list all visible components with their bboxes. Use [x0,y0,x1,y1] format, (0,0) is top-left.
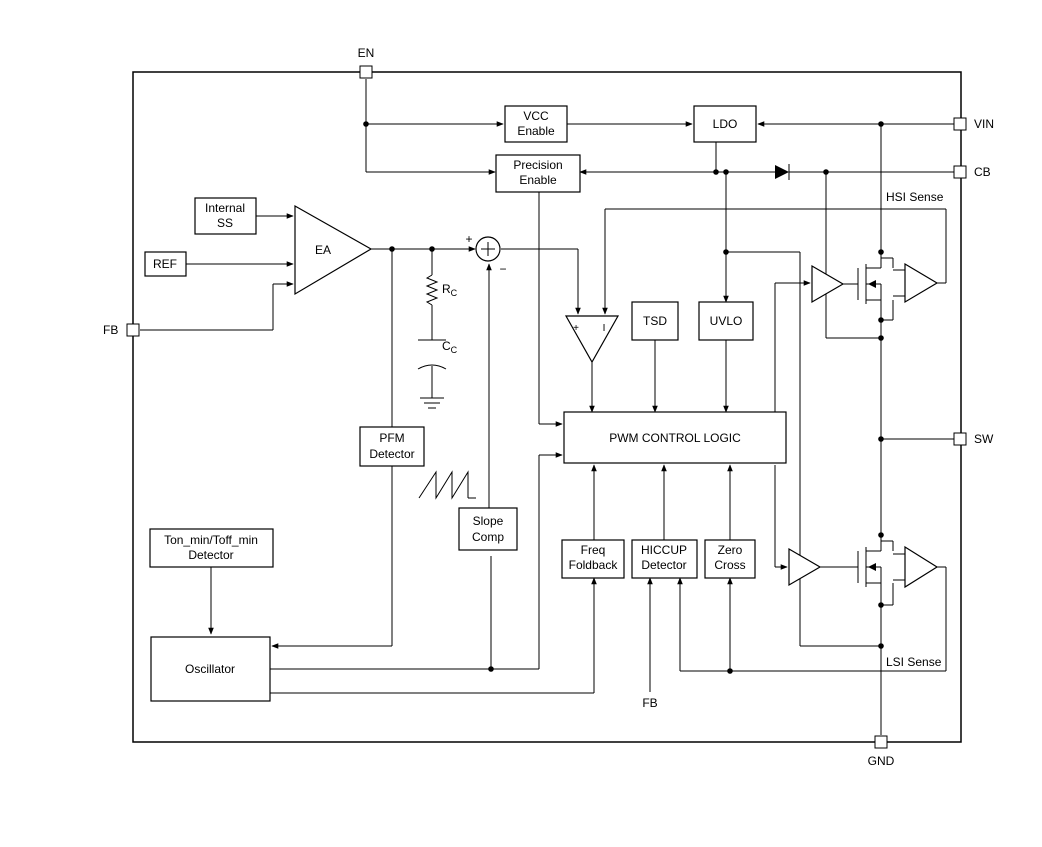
uvlo-block: UVLO [698,301,754,341]
tsd-block: TSD [631,301,679,341]
fb-input-label: FB [642,696,657,710]
vcc-enable-block: VCC Enable [504,105,568,143]
pin-sw-label: SW [974,432,994,446]
cc-label: CC [442,339,458,355]
zero-cross-line1: Zero [718,543,743,557]
pin-sw: SW [953,432,994,446]
pin-fb-label: FB [103,323,118,337]
hsi-sense-amplifier-icon [893,262,946,304]
summing-junction-icon: + − [465,232,506,276]
freq-foldback-line2: Foldback [569,558,619,572]
pin-vin: VIN [953,117,994,131]
freq-foldback-line1: Freq [581,543,606,557]
oscillator-block: Oscillator [150,636,271,702]
ldo-block: LDO [693,105,757,143]
slope-comp-line2: Comp [472,530,504,544]
rc-label: RC [442,282,458,298]
resistor-rc: RC [425,274,458,306]
zero-cross-line2: Cross [714,558,745,572]
vcc-enable-line2: Enable [517,124,555,138]
pin-vin-label: VIN [974,117,994,131]
pin-gnd-label: GND [868,754,895,768]
internal-ss-line2: SS [217,216,233,230]
wiring [140,79,954,735]
junction-dots [363,121,884,674]
slope-comp-line1: Slope [473,514,504,528]
pin-cb-label: CB [974,165,991,179]
ea-label: EA [315,243,331,257]
precision-enable-line1: Precision [513,158,562,172]
slope-comp-block: Slope Comp [458,507,518,551]
ref-block: REF [144,251,187,277]
ldo-label: LDO [713,117,738,131]
freq-foldback-block: Freq Foldback [561,539,625,579]
hiccup-detector-line2: Detector [641,558,686,572]
ls-gate-driver-amplifier-icon [788,547,858,587]
lsi-sense-amplifier-icon [893,545,946,589]
diode-icon [775,164,790,180]
zero-cross-block: Zero Cross [704,539,756,579]
pfm-detector-block: PFM Detector [359,426,425,467]
pwm-control-logic-label: PWM CONTROL LOGIC [609,431,741,445]
pin-fb: FB [103,323,140,337]
sum-plus-sign: + [465,232,472,246]
ton-toff-line1: Ton_min/Toff_min [164,533,258,547]
ls-mosfet-icon [857,533,894,606]
pin-en-label: EN [358,46,375,60]
hsi-sense-label: HSI Sense [886,190,944,204]
oscillator-label: Oscillator [185,662,235,676]
ground-icon [420,397,444,409]
precision-enable-line2: Enable [519,173,557,187]
internal-ss-block: Internal SS [194,197,257,235]
ic-boundary [132,71,962,743]
pwm-control-logic-block: PWM CONTROL LOGIC [563,411,787,464]
sum-minus-sign: − [499,262,506,276]
hs-mosfet-icon [857,257,894,321]
pfm-detector-line1: PFM [379,431,404,445]
pfm-detector-line2: Detector [369,447,414,461]
uvlo-label: UVLO [710,314,743,328]
sawtooth-waveform-icon [418,470,476,500]
lsi-sense-label: LSI Sense [886,655,942,669]
comparator-plus-sign: + [573,323,579,334]
ton-toff-line2: Detector [188,548,233,562]
pwm-comparator: + I [564,315,620,364]
tsd-label: TSD [643,314,667,328]
internal-ss-line1: Internal [205,201,245,215]
error-amplifier: EA [294,204,373,296]
hiccup-detector-line1: HICCUP [641,543,687,557]
hs-gate-driver-amplifier-icon [811,264,858,304]
precision-enable-block: Precision Enable [495,154,581,193]
vcc-enable-line1: VCC [523,109,549,123]
pin-en: EN [358,46,375,79]
ref-label: REF [153,257,177,271]
comparator-minus-sign: I [603,323,606,334]
hiccup-detector-block: HICCUP Detector [631,539,698,579]
ton-toff-detector-block: Ton_min/Toff_min Detector [149,528,274,568]
pin-gnd: GND [868,735,895,768]
capacitor-cc: CC [417,339,458,370]
pin-cb: CB [953,165,991,179]
